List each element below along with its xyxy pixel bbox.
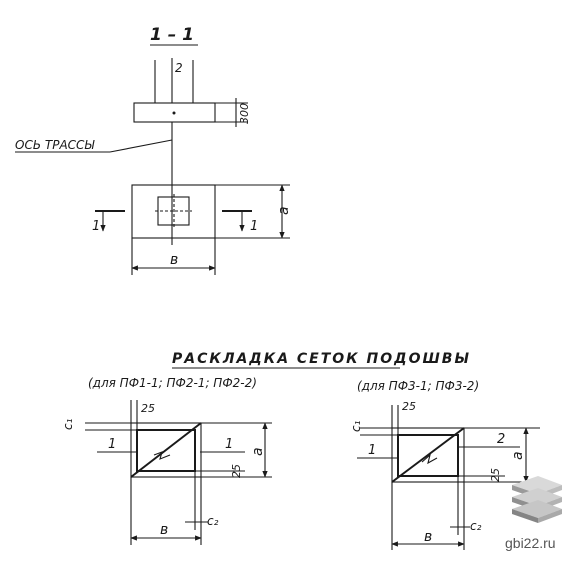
left-c1-label: c₁ xyxy=(61,418,75,430)
foundation-slab xyxy=(133,102,216,123)
left-mesh-scheme: (для ПФ1-1; ПФ2-1; ПФ2-2) 25 c₁ 1 1 25 a… xyxy=(61,376,272,545)
left-mark-1-right: 1 xyxy=(225,437,233,452)
right-dim-b: в xyxy=(424,529,432,545)
right-dim25-side: 25 xyxy=(489,468,502,482)
left-mark-1-left: 1 xyxy=(108,437,116,452)
cut-label-right: 1 xyxy=(250,219,258,234)
dim-a-label: a xyxy=(276,206,292,215)
column-dim-2: 2 xyxy=(175,61,183,75)
dim-300-label: 300 xyxy=(238,103,251,124)
left-mesh xyxy=(136,429,196,472)
section-title: 1 – 1 xyxy=(150,25,194,45)
section-view: 1 – 1 2 300 Ось трассы 1 1 xyxy=(15,25,292,275)
slab-center-dot xyxy=(172,111,176,115)
right-mesh-diagonal xyxy=(391,427,465,483)
left-slab-outline xyxy=(130,422,202,478)
layout-title: Раскладка сеток подошвы xyxy=(172,351,471,367)
left-dim25-top: 25 xyxy=(141,402,155,415)
right-mark-2-right: 2 xyxy=(497,432,505,447)
right-break-mark xyxy=(421,453,438,465)
left-dim-b: в xyxy=(160,522,168,538)
right-mesh xyxy=(397,434,459,477)
axis-label: Ось трассы xyxy=(15,138,95,152)
right-c2-label: c₂ xyxy=(470,519,482,533)
left-break-mark xyxy=(153,451,171,460)
right-mesh-scheme: (для ПФ3-1; ПФ3-2) 25 c₁ 1 2 25 a в c₂ xyxy=(349,379,540,550)
axis-leader xyxy=(109,139,173,153)
left-c2-label: c₂ xyxy=(207,514,219,528)
right-dim25-top: 25 xyxy=(402,400,416,413)
stacked-slabs-icon xyxy=(512,476,562,523)
right-c1-label: c₁ xyxy=(349,420,363,432)
foundation-plan xyxy=(131,184,216,239)
cut-label-left: 1 xyxy=(92,219,100,234)
right-caption: (для ПФ3-1; ПФ3-2) xyxy=(357,379,479,393)
left-dim-a: a xyxy=(250,447,266,456)
right-dim-a: a xyxy=(510,451,526,460)
right-slab-outline xyxy=(391,427,465,483)
left-caption: (для ПФ1-1; ПФ2-1; ПФ2-2) xyxy=(88,376,257,390)
left-mesh-diagonal xyxy=(130,422,202,478)
left-dim25-side: 25 xyxy=(230,464,243,478)
right-mark-1-left: 1 xyxy=(368,443,376,458)
dim-b-label: в xyxy=(170,252,178,268)
watermark-text: gbi22.ru xyxy=(505,535,556,551)
